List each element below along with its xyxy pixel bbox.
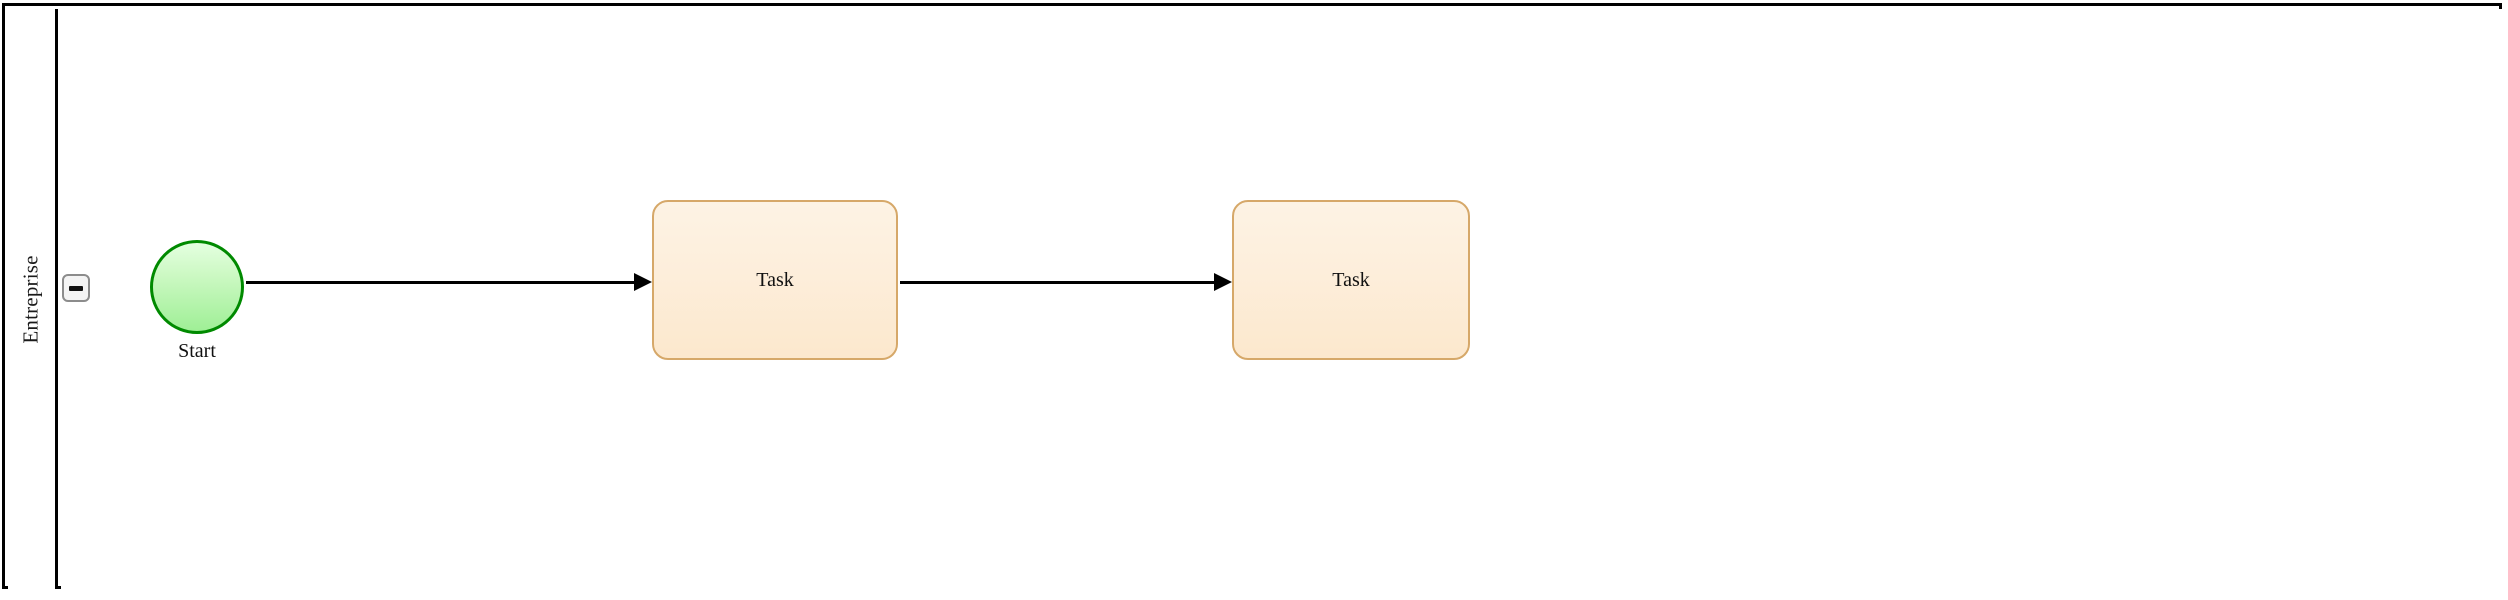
lane-title: Entreprise <box>19 254 44 344</box>
collapse-toggle-button[interactable] <box>62 274 90 302</box>
sequence-flow-1[interactable] <box>246 281 636 284</box>
task-node-2[interactable]: Task <box>1232 200 1470 360</box>
task-label-2: Task <box>1332 268 1370 291</box>
task-label-1: Task <box>756 268 794 291</box>
arrowhead-icon-2 <box>1214 273 1232 291</box>
start-event-node[interactable] <box>150 240 244 334</box>
sequence-flow-2[interactable] <box>900 281 1216 284</box>
start-event-label: Start <box>178 340 216 362</box>
arrowhead-icon-1 <box>634 273 652 291</box>
minus-icon <box>69 285 83 291</box>
pool-entreprise[interactable]: Entreprise <box>2 3 2504 589</box>
lane-header[interactable]: Entreprise <box>8 9 58 589</box>
task-node-1[interactable]: Task <box>652 200 898 360</box>
